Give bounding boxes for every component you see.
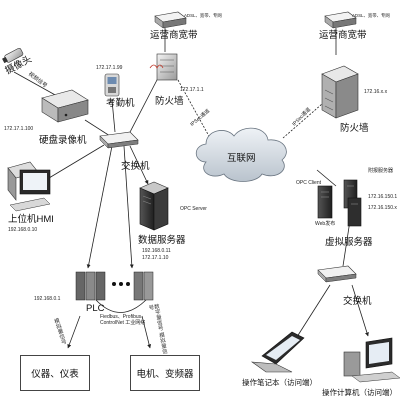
connection-lines [13, 28, 369, 349]
attach-server-label: 附报服务器 [368, 168, 394, 174]
virtual-server-web-icon [317, 185, 333, 219]
hmi-ip: 192.168.0.10 [8, 227, 38, 233]
desktop-icon [343, 337, 401, 383]
right-isp-tags: ADSL、宽带、专网 [352, 13, 390, 18]
right-switch-label: 交换机 [343, 296, 372, 307]
fieldbus-label: Fiedbus、Profibus、ControlNet 工业网络 [100, 314, 147, 327]
attendance-machine-icon [104, 73, 120, 97]
hmi-label: 上位机HMI [8, 214, 54, 225]
web-release-label: Web发布 [315, 221, 336, 227]
motors-box: 电机、变频器 [130, 355, 200, 391]
attendance-ip: 172.17.1.99 [96, 65, 123, 71]
internet-cloud-icon [195, 127, 287, 182]
remote-io-icon [133, 271, 154, 301]
right-switch-icon [317, 265, 357, 283]
right-firewall-ip: 172.16.x.x [364, 89, 388, 95]
attendance-label: 考勤机 [106, 98, 135, 109]
laptop-label: 操作笔记本（访问端） [242, 378, 317, 387]
left-firewall-icon [149, 53, 178, 81]
left-switch-icon [99, 131, 139, 149]
desktop-label: 操作计算机（访问端） [322, 388, 397, 397]
plc-ip: 192.168.0.1 [34, 296, 61, 302]
left-switch-label: 交换机 [121, 161, 150, 172]
laptop-icon [250, 331, 305, 373]
right-modem-icon [324, 11, 357, 29]
instruments-box: 仪器、仪表 [20, 355, 90, 391]
vserver-ip2: 172.16.150.x [368, 205, 397, 211]
internet-label: 互联网 [227, 153, 256, 164]
left-isp-label: 运营商宽带 [150, 30, 198, 41]
left-isp-tags: ADSL、宽带、专网 [184, 13, 222, 18]
opc-server-label: OPC Server [180, 206, 207, 212]
data-server-icon [139, 181, 169, 231]
right-firewall-label: 防火墙 [340, 123, 369, 134]
right-firewall-icon [321, 65, 359, 119]
left-modem-icon [154, 11, 187, 29]
data-server-label: 数据服务器 [138, 235, 186, 246]
virtual-server-label: 虚拟服务器 [325, 237, 373, 248]
virtual-server-attach-icon [343, 179, 362, 227]
dvr-label: 硬盘录像机 [39, 135, 87, 146]
left-firewall-ip: 172.17.1.1 [180, 87, 204, 93]
hmi-computer-icon [7, 161, 51, 212]
dvr-ip: 172.17.1.100 [4, 126, 34, 132]
plc-label: PLC [86, 303, 105, 314]
data-server-ip1: 192.168.0.11 [142, 248, 171, 254]
vserver-ip1: 172.16.150.1 [368, 194, 398, 200]
dvr-icon [41, 89, 89, 123]
plc-icon [75, 271, 106, 301]
left-firewall-label: 防火墙 [155, 96, 184, 107]
opc-client-label: OPC Client [296, 180, 322, 186]
camera-icon [2, 47, 24, 64]
right-isp-label: 运营商宽带 [319, 30, 367, 41]
ellipsis-dots [112, 282, 130, 286]
data-server-ip2: 172.17.1.10 [142, 255, 169, 261]
